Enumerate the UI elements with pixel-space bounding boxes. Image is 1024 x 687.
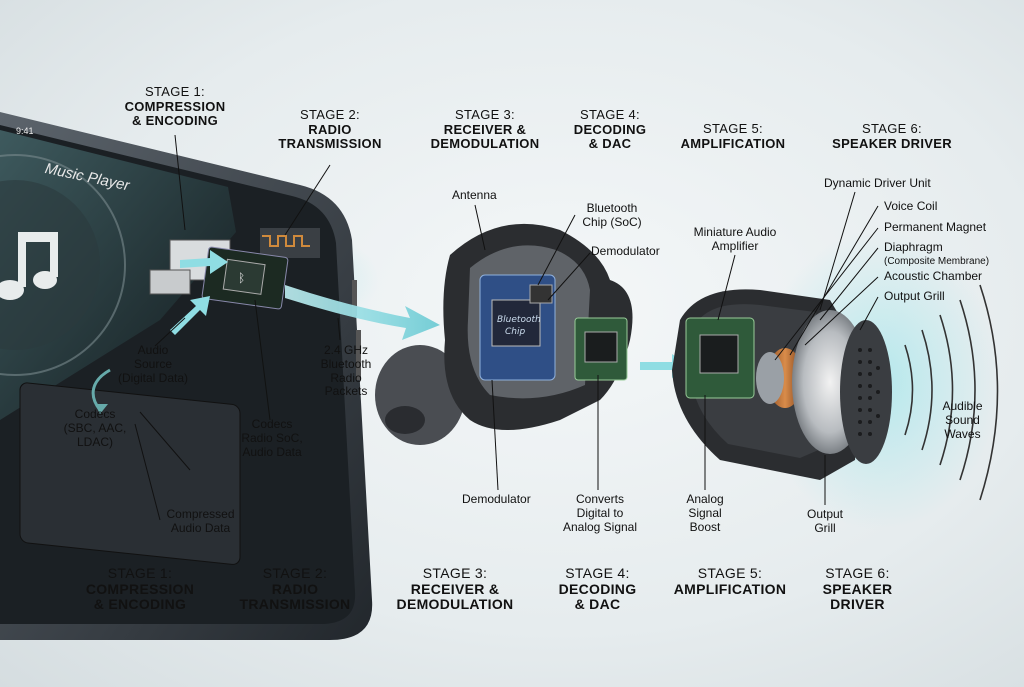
stage-top-3: STAGE 3: RECEIVER & DEMODULATION [420, 107, 550, 152]
label-dynamic-driver: Dynamic Driver Unit [824, 176, 931, 190]
svg-text:Bluetooth: Bluetooth [497, 315, 541, 325]
stage-bottom-3-number: STAGE 3: [422, 565, 488, 581]
music-note-icon [0, 232, 58, 300]
stage-bottom-4-title: DECODING & DAC [558, 580, 637, 613]
stage-top-6-number: STAGE 6: [862, 121, 922, 136]
stage-bottom-4: STAGE 4: DECODING & DAC [540, 565, 655, 613]
label-codecs-radio-soc: Codecs Radio SoC, Audio Data [241, 417, 303, 459]
stage-top-6-title: SPEAKER DRIVER [832, 135, 952, 151]
stage-top-5: STAGE 5: AMPLIFICATION [668, 121, 798, 151]
stage-top-5-number: STAGE 5: [703, 121, 763, 136]
stage-bottom-6-title: SPEAKER DRIVER [822, 580, 893, 613]
stage-top-6: STAGE 6: SPEAKER DRIVER [822, 121, 962, 151]
stage-bottom-1: STAGE 1: COMPRESSION & ENCODING [70, 565, 210, 613]
stage-top-4-title: DECODING & DAC [573, 121, 647, 152]
phone-time: 9:41 [16, 126, 34, 136]
music-disc [0, 154, 126, 376]
label-diaphragm-sub: (Composite Membrane) [884, 256, 990, 267]
stage-top-2: STAGE 2: RADIO TRANSMISSION [265, 107, 395, 152]
label-antenna: Antenna [452, 188, 497, 202]
flow-arrow-source [180, 250, 228, 274]
stage-top-2-title: RADIO TRANSMISSION [278, 121, 382, 152]
label-analog-boost: Analog Signal Boost [686, 492, 724, 534]
stage-bottom-1-number: STAGE 1: [107, 565, 173, 581]
flow-arrow-radio [285, 285, 440, 340]
sound-waves [904, 284, 999, 501]
stage-top-1: STAGE 1: COMPRESSION & ENCODING [110, 84, 240, 129]
stage-top-1-number: STAGE 1: [145, 84, 205, 99]
stage-bottom-3-title: RECEIVER & DEMODULATION [396, 580, 514, 613]
stage-bottom-5-number: STAGE 5: [697, 565, 763, 581]
stage-bottom-6: STAGE 6: SPEAKER DRIVER [800, 565, 915, 613]
label-sound-waves: Audible Sound Waves [942, 399, 983, 441]
label-demodulator-top: Demodulator [591, 244, 660, 258]
stage-bottom-5-title: AMPLIFICATION [673, 580, 787, 597]
stage-top-4: STAGE 4: DECODING & DAC [555, 107, 665, 152]
label-voice-coil: Voice Coil [884, 199, 938, 213]
stage-top-4-number: STAGE 4: [580, 107, 640, 122]
label-codecs: Codecs (SBC, AAC, LDAC) [63, 407, 127, 449]
label-output-grill-bottom: Output Grill [806, 507, 844, 535]
label-mini-amplifier: Miniature Audio Amplifier [693, 225, 777, 253]
label-permanent-magnet: Permanent Magnet [884, 220, 987, 234]
phone-battery [19, 382, 241, 565]
stage-top-3-title: RECEIVER & DEMODULATION [430, 121, 540, 152]
label-audio-source: Audio Source (Digital Data) [117, 343, 189, 385]
stage-bottom-6-number: STAGE 6: [825, 565, 890, 581]
stage-bottom-2-title: RADIO TRANSMISSION [239, 580, 351, 613]
label-output-grill: Output Grill [884, 289, 945, 303]
stage-bottom-1-title: COMPRESSION & ENCODING [85, 580, 195, 613]
stage-bottom-4-number: STAGE 4: [565, 565, 630, 581]
label-demodulator-bottom: Demodulator [462, 492, 531, 506]
leader-lines [134, 134, 879, 521]
smartphone: ᛒ [0, 112, 373, 640]
label-bt-chip-soc: Bluetooth Chip (SoC) [582, 201, 642, 229]
label-compressed-audio: Compressed Audio Data [166, 507, 235, 535]
stage-top-5-title: AMPLIFICATION [680, 135, 786, 151]
svg-text:ᛒ: ᛒ [238, 271, 245, 285]
flow-arrow-codec [170, 296, 210, 335]
stage-bottom-3: STAGE 3: RECEIVER & DEMODULATION [385, 565, 525, 613]
output-grill-mesh [840, 320, 892, 464]
label-converts-dac: Converts Digital to Analog Signal [562, 492, 638, 534]
label-diaphragm: Diaphragm [884, 240, 943, 254]
label-acoustic-chamber: Acoustic Chamber [884, 269, 983, 283]
stage-top-1-title: COMPRESSION & ENCODING [124, 98, 226, 129]
stage-top-3-number: STAGE 3: [455, 107, 515, 122]
stage-bottom-2: STAGE 2: RADIO TRANSMISSION [225, 565, 365, 613]
stage-bottom-2-number: STAGE 2: [262, 565, 328, 581]
stage-top-2-number: STAGE 2: [300, 107, 360, 122]
earbud-receiver: Bluetooth Chip [375, 223, 633, 445]
magnet [756, 352, 784, 404]
label-radio-packets: 2.4 GHz Bluetooth Radio Packets [320, 343, 372, 399]
svg-text:Chip: Chip [505, 327, 525, 337]
stage-bottom-5: STAGE 5: AMPLIFICATION [660, 565, 800, 597]
